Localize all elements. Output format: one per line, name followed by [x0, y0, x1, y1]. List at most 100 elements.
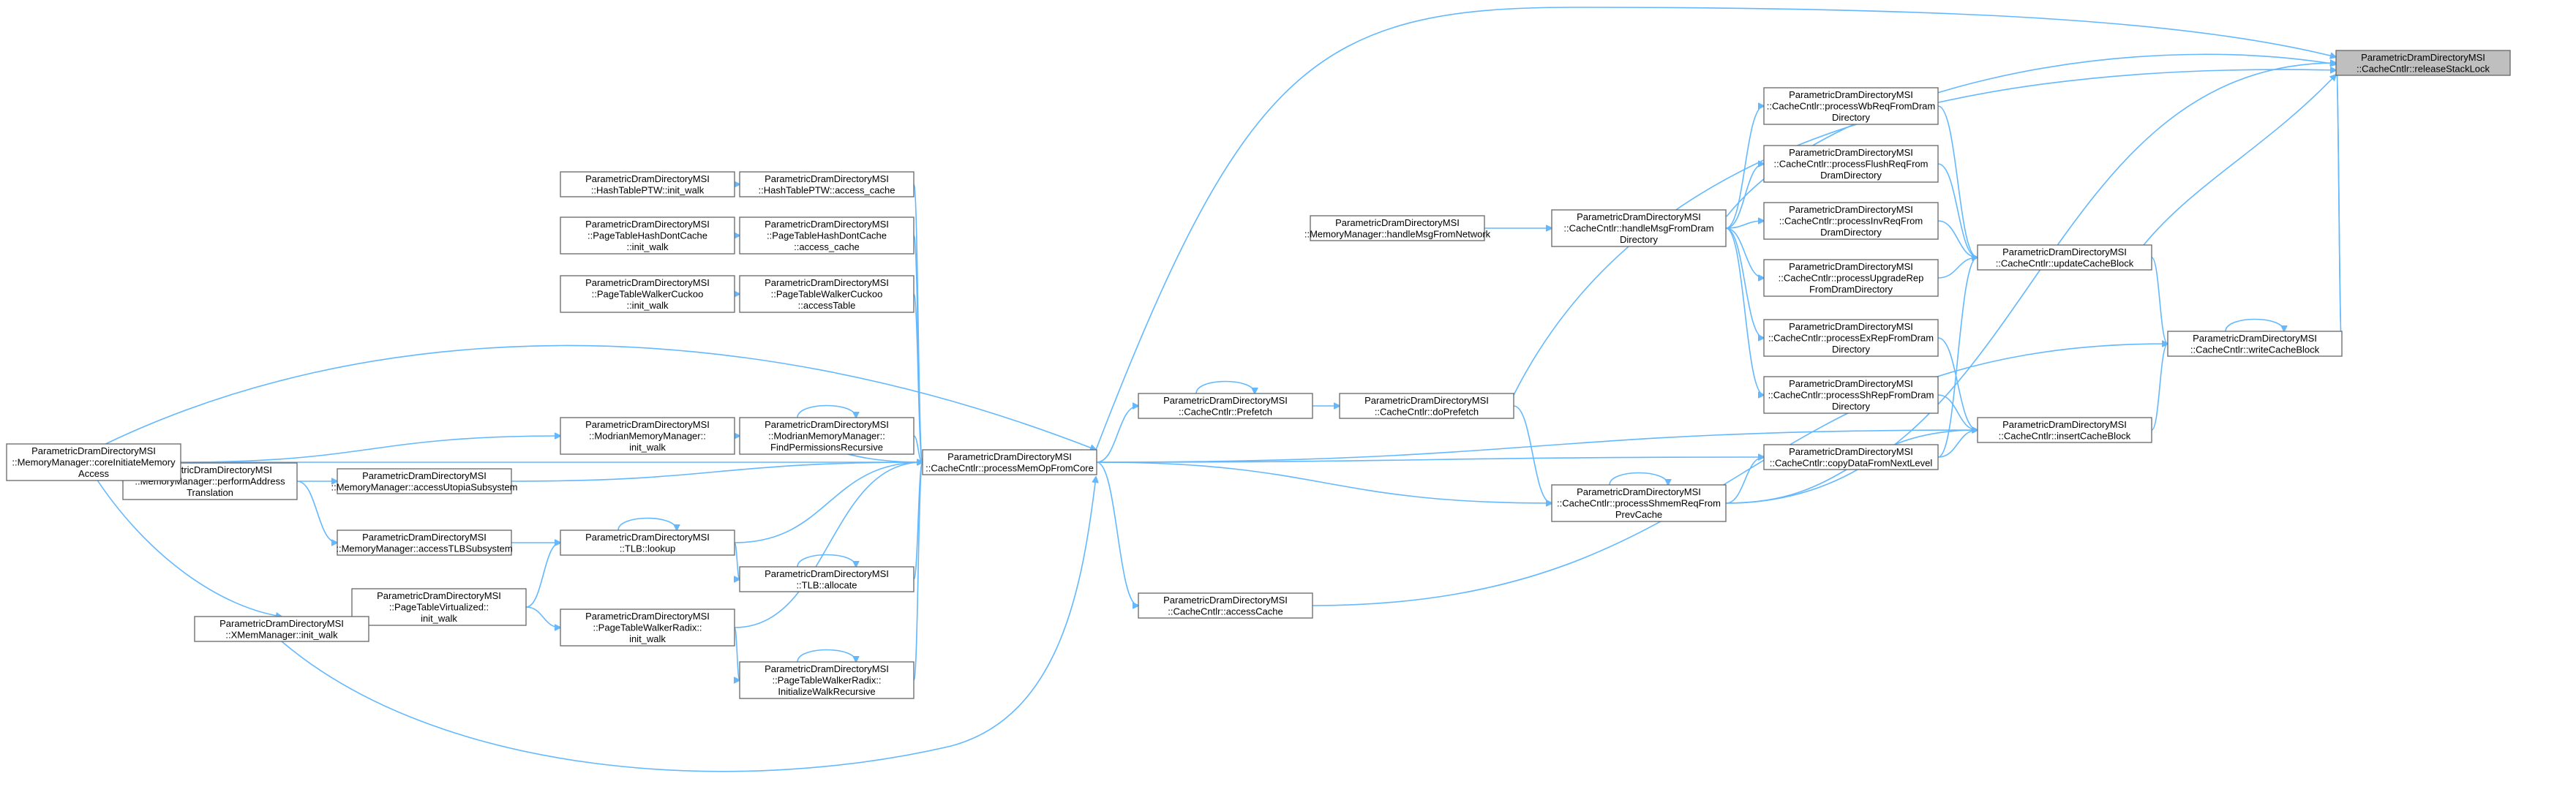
node-box: [739, 275, 915, 313]
node-box: [194, 616, 369, 642]
edge-phdcAccessCache-to-processMemOp: [913, 235, 923, 462]
node-label-line: ParametricDramDirectoryMSI: [1789, 89, 1913, 100]
node-box: [739, 216, 915, 255]
node-box: [1138, 592, 1313, 619]
node-label-line: init_walk: [421, 613, 457, 624]
edge-updateCacheBlock-to-writeCacheBlock: [2151, 257, 2168, 344]
node-ptwRadixInit[interactable]: ParametricDramDirectoryMSI::PageTableWal…: [560, 609, 735, 647]
node-label-line: ParametricDramDirectoryMSI: [585, 611, 710, 622]
node-phdcInitWalk[interactable]: ParametricDramDirectoryMSI::PageTableHas…: [560, 216, 735, 255]
node-label-line: ::CacheCntlr::copyDataFromNextLevel: [1770, 457, 1933, 468]
node-pwcInitWalk[interactable]: ParametricDramDirectoryMSI::PageTableWal…: [560, 275, 735, 313]
node-xmemInitWalk[interactable]: ParametricDramDirectoryMSI::XMemManager:…: [194, 616, 369, 642]
node-label-line: ::CacheCntlr::processMemOpFromCore: [925, 462, 1094, 473]
node-label-line: ::CacheCntlr::writeCacheBlock: [2190, 344, 2320, 355]
node-label-line: ::CacheCntlr::doPrefetch: [1375, 406, 1479, 417]
node-label-line: ::CacheCntlr::processFlushReqFrom: [1774, 159, 1929, 170]
node-htInitWalk[interactable]: ParametricDramDirectoryMSI::HashTablePTW…: [560, 171, 735, 197]
edge-updateCacheBlock-root: [2143, 75, 2336, 246]
node-tlbLookup[interactable]: ParametricDramDirectoryMSI::TLB::lookup: [560, 530, 735, 556]
edge-writeCacheBlock-self: [2225, 318, 2284, 332]
edge-performAddrTrans-to-accessTLBSub: [296, 481, 337, 543]
node-processWbReq[interactable]: ParametricDramDirectoryMSI::CacheCntlr::…: [1763, 87, 1939, 125]
node-htAccessCache[interactable]: ParametricDramDirectoryMSI::HashTablePTW…: [739, 171, 915, 197]
node-phdcAccessCache[interactable]: ParametricDramDirectoryMSI::PageTableHas…: [739, 216, 915, 255]
edge-ptVirtInit-to-ptwRadixInit: [525, 606, 560, 628]
node-doPrefetch[interactable]: ParametricDramDirectoryMSI::CacheCntlr::…: [1339, 393, 1514, 419]
node-label-line: ParametricDramDirectoryMSI: [31, 445, 156, 456]
node-modrianInitWalk[interactable]: ParametricDramDirectoryMSI::ModrianMemor…: [560, 417, 735, 455]
node-insertCacheBlock[interactable]: ParametricDramDirectoryMSI::CacheCntlr::…: [1977, 417, 2152, 443]
node-label-line: ::CacheCntlr::insertCacheBlock: [1999, 430, 2131, 441]
node-box: [560, 417, 735, 455]
node-modrianFindPerm[interactable]: ParametricDramDirectoryMSI::ModrianMemor…: [739, 417, 915, 455]
edge-ptVirtInit-to-tlbLookup: [525, 543, 560, 608]
node-label-line: ParametricDramDirectoryMSI: [1577, 211, 1701, 222]
node-processUpgradeRep[interactable]: ParametricDramDirectoryMSI::CacheCntlr::…: [1763, 259, 1939, 297]
node-updateCacheBlock[interactable]: ParametricDramDirectoryMSI::CacheCntlr::…: [1977, 244, 2152, 271]
edge-coreInitiate-to-modrianInitWalk: [180, 436, 560, 463]
edge-accessCache-to-writeCacheBlock: [1312, 344, 2168, 606]
node-prefetch[interactable]: ParametricDramDirectoryMSI::CacheCntlr::…: [1138, 393, 1313, 419]
edge-processShmem-self: [1609, 472, 1668, 486]
node-box: [739, 417, 915, 455]
node-label-line: ParametricDramDirectoryMSI: [585, 419, 710, 430]
edge-doPrefetch-to-processShmem: [1513, 405, 1552, 503]
node-box: [351, 588, 527, 626]
node-label-line: ParametricDramDirectoryMSI: [765, 419, 889, 430]
node-label-line: DramDirectory: [1820, 227, 1882, 238]
node-box: [1763, 319, 1939, 357]
node-label-line: ::CacheCntlr::releaseStackLock: [2357, 63, 2490, 74]
node-label-line: ::PageTableWalkerCuckoo: [592, 289, 704, 300]
node-box: [560, 530, 735, 556]
node-root[interactable]: ParametricDramDirectoryMSI::CacheCntlr::…: [2335, 50, 2511, 76]
node-label-line: ParametricDramDirectoryMSI: [765, 173, 889, 184]
node-label-line: ::init_walk: [626, 241, 669, 252]
edge-processMemOp-to-prefetch: [1096, 406, 1138, 463]
node-label-line: ::MemoryManager::handleMsgFromNetwork: [1304, 228, 1491, 239]
node-processMemOp[interactable]: ParametricDramDirectoryMSI::CacheCntlr::…: [922, 449, 1097, 475]
node-box: [560, 171, 735, 197]
node-coreInitiate[interactable]: ParametricDramDirectoryMSI::MemoryManage…: [6, 443, 181, 481]
node-processShmem[interactable]: ParametricDramDirectoryMSI::CacheCntlr::…: [1551, 484, 1727, 522]
node-ptwRadixInitRec[interactable]: ParametricDramDirectoryMSI::PageTableWal…: [739, 661, 915, 699]
node-label-line: ParametricDramDirectoryMSI: [2361, 52, 2485, 63]
node-accessTLBSub[interactable]: ParametricDramDirectoryMSI::MemoryManage…: [336, 530, 513, 556]
node-copyData[interactable]: ParametricDramDirectoryMSI::CacheCntlr::…: [1763, 444, 1939, 470]
node-label-line: Access: [78, 468, 109, 479]
edge-handleMsgFromDram-to-processShRep: [1725, 227, 1764, 395]
node-box: [560, 609, 735, 647]
node-label-line: ::init_walk: [626, 300, 669, 311]
node-handleMsgFromNetwork[interactable]: ParametricDramDirectoryMSI::MemoryManage…: [1304, 215, 1491, 241]
node-label-line: ParametricDramDirectoryMSI: [765, 663, 889, 674]
node-label-line: ::CacheCntlr::accessCache: [1168, 606, 1283, 617]
node-label-line: ParametricDramDirectoryMSI: [1335, 217, 1460, 228]
node-handleMsgFromDram[interactable]: ParametricDramDirectoryMSI::CacheCntlr::…: [1551, 209, 1727, 247]
node-accessUtopia[interactable]: ParametricDramDirectoryMSI::MemoryManage…: [331, 468, 518, 494]
node-writeCacheBlock[interactable]: ParametricDramDirectoryMSI::CacheCntlr::…: [2167, 331, 2343, 357]
node-box: [1763, 444, 1939, 470]
node-processFlushReq[interactable]: ParametricDramDirectoryMSI::CacheCntlr::…: [1763, 145, 1939, 183]
node-label-line: Translation: [187, 487, 233, 498]
node-box: [560, 275, 735, 313]
edge-pwcAccessTable-to-processMemOp: [913, 293, 923, 462]
node-box: [1138, 393, 1313, 419]
node-processShRep[interactable]: ParametricDramDirectoryMSI::CacheCntlr::…: [1763, 376, 1939, 414]
node-label-line: ParametricDramDirectoryMSI: [765, 568, 889, 579]
node-ptVirtInit[interactable]: ParametricDramDirectoryMSI::PageTableVir…: [351, 588, 527, 626]
node-label-line: Directory: [1832, 112, 1871, 123]
node-processExRep[interactable]: ParametricDramDirectoryMSI::CacheCntlr::…: [1763, 319, 1939, 357]
node-box: [6, 443, 181, 481]
node-label-line: ::TLB::allocate: [796, 579, 857, 590]
node-tlbAllocate[interactable]: ParametricDramDirectoryMSI::TLB::allocat…: [739, 566, 915, 592]
node-processInvReq[interactable]: ParametricDramDirectoryMSI::CacheCntlr::…: [1763, 202, 1939, 240]
node-accessCache[interactable]: ParametricDramDirectoryMSI::CacheCntlr::…: [1138, 592, 1313, 619]
node-pwcAccessTable[interactable]: ParametricDramDirectoryMSI::PageTableWal…: [739, 275, 915, 313]
node-label-line: ParametricDramDirectoryMSI: [1789, 147, 1913, 158]
edge-processFlushReq-to-updateCacheBlock: [1937, 163, 1978, 257]
node-label-line: ParametricDramDirectoryMSI: [1364, 395, 1489, 406]
node-box: [2167, 331, 2343, 357]
node-label-line: ::PageTableWalkerRadix::: [593, 622, 702, 633]
node-box: [560, 216, 735, 255]
